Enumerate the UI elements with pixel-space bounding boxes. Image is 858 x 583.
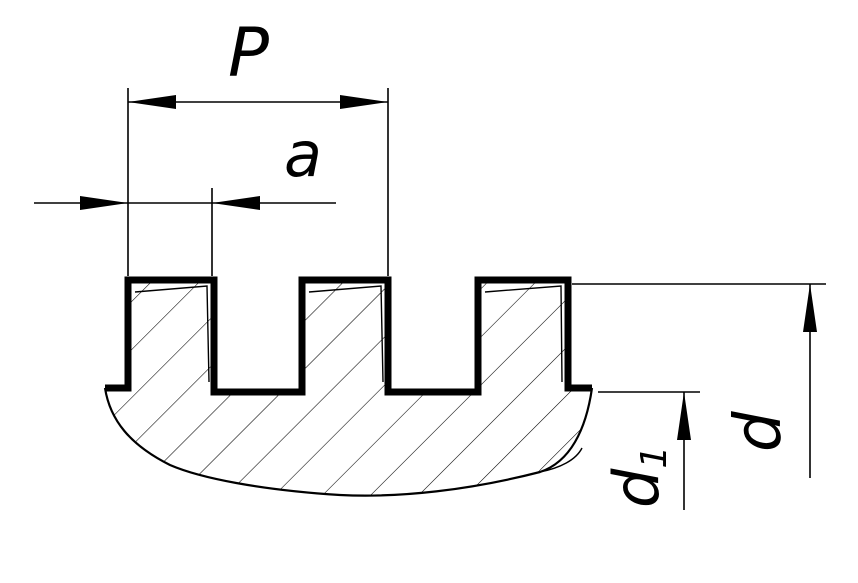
inner-diameter-label: d1 xyxy=(600,446,675,508)
section-body xyxy=(103,280,594,497)
thread-profile xyxy=(105,276,592,396)
tooth-width-label: a xyxy=(284,118,322,191)
outer-diameter-label: d xyxy=(722,411,796,452)
thread-inner-lines xyxy=(134,285,563,383)
inner-diameter-subscript: 1 xyxy=(634,446,675,469)
pitch-dimension xyxy=(127,88,389,276)
outer-diameter-dimension xyxy=(572,283,826,478)
body-outline xyxy=(103,387,594,497)
tooth-width-dimension xyxy=(34,188,336,276)
inner-diameter-dimension xyxy=(598,391,700,510)
pitch-label: P xyxy=(228,14,269,93)
inner-diameter-letter: d xyxy=(600,468,673,508)
